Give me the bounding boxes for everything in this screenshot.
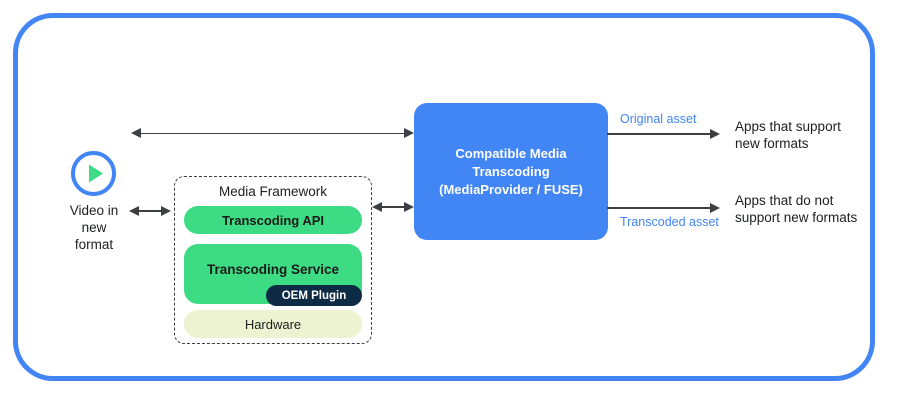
transcoding-api-block[interactable]: Transcoding API <box>184 206 362 234</box>
compatible-media-transcoding-box[interactable]: Compatible Media Transcoding (MediaProvi… <box>414 103 608 240</box>
arrow-source-to-center-head-right <box>404 127 414 138</box>
arrow-source-to-framework-head-left <box>129 205 139 216</box>
media-framework-group <box>174 176 372 344</box>
arrow-transcoded-asset-line <box>607 207 712 209</box>
apps-not-support-new-formats-label: Apps that do not support new formats <box>735 193 858 225</box>
original-asset-label: Original asset <box>620 112 697 126</box>
transcoded-asset-label: Transcoded asset <box>620 215 719 229</box>
arrow-source-to-framework-head-right <box>161 205 171 216</box>
video-source-caption: Video in new format <box>69 203 119 252</box>
hardware-block[interactable]: Hardware <box>184 310 362 338</box>
arrow-source-to-center-line <box>141 132 407 135</box>
arrow-framework-to-center-head-right <box>404 201 414 212</box>
media-framework-title: Media Framework <box>218 184 328 199</box>
arrow-original-asset-head <box>710 128 720 139</box>
apps-support-new-formats-label: Apps that support new formats <box>735 119 841 151</box>
arrow-original-asset-line <box>607 133 712 135</box>
arrow-source-to-framework-line <box>139 210 163 212</box>
arrow-transcoded-asset-head <box>710 202 720 213</box>
play-circle-icon <box>70 150 117 197</box>
arrow-framework-to-center-head-left <box>372 201 382 212</box>
oem-plugin-badge[interactable]: OEM Plugin <box>266 285 362 306</box>
arrow-source-to-center-head-left <box>131 127 141 138</box>
arrow-framework-to-center-line <box>382 206 406 208</box>
